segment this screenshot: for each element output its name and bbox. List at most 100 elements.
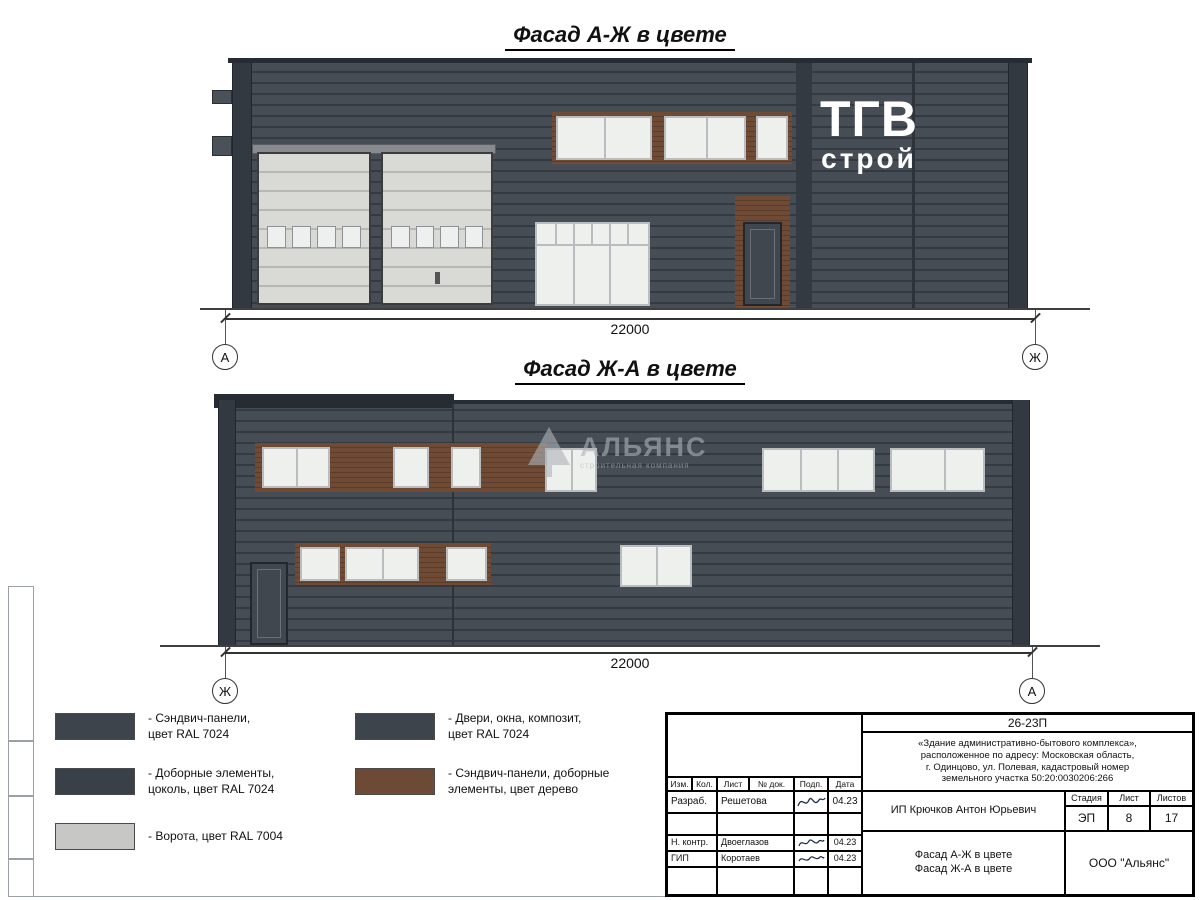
- alliance-logo-icon: [528, 427, 570, 465]
- ground-line: [200, 308, 1090, 310]
- col-header-podp: Подп.: [794, 777, 828, 791]
- drawing-title: Фасад А-Ж в цвете Фасад Ж-А в цвете: [862, 831, 1065, 895]
- project-code: 26-23П: [862, 714, 1193, 732]
- empty-cell: [717, 813, 794, 835]
- facade1-elevation: ТГВ строй: [200, 58, 1100, 370]
- facade1-mid-band: [796, 62, 812, 308]
- gate-handle: [435, 272, 440, 284]
- empty-cell: [717, 867, 794, 895]
- sectional-gate-1: [257, 152, 371, 305]
- signature: [797, 797, 826, 807]
- window: [756, 116, 788, 160]
- legend-swatch-doors-windows: [355, 713, 435, 740]
- axis-marker-zh: Ж: [1022, 344, 1048, 370]
- signature-razrab-cell: [794, 791, 828, 813]
- logo-line1: ТГВ: [820, 91, 918, 147]
- alliance-watermark: АЛЬЯНС строительная компания: [528, 422, 748, 482]
- facade2-left-pilaster: [218, 400, 236, 645]
- legend-label-sandwich-panels: - Сэндвич-панели, цвет RAL 7024: [148, 710, 251, 741]
- door-panel: [257, 569, 281, 638]
- facade2-upper-window-band: [255, 443, 547, 492]
- signature: [798, 839, 825, 847]
- window: [664, 116, 746, 160]
- entrance-door: [743, 222, 782, 306]
- watermark-name: АЛЬЯНС: [580, 432, 708, 462]
- window: [300, 547, 340, 581]
- sheet-label: Лист: [1108, 791, 1150, 806]
- empty-cell: [794, 813, 828, 835]
- watermark-subtitle: строительная компания: [580, 461, 690, 470]
- dimension-line: [225, 652, 1032, 654]
- change-table-area: [667, 714, 862, 777]
- facade1-right-pilaster: [1008, 62, 1028, 308]
- name-nkontr: Двоеглазов: [717, 835, 794, 851]
- facade1-seam: [912, 62, 915, 308]
- facade2-parapet: [214, 394, 454, 408]
- sheet-number: 8: [1108, 806, 1150, 831]
- window: [451, 447, 481, 488]
- col-header-data: Дата: [828, 777, 862, 791]
- company-name: ООО "Альянс": [1065, 831, 1193, 895]
- window: [556, 116, 652, 160]
- facade2-lower-window-band: [295, 543, 491, 585]
- facade2-right-pilaster: [1012, 400, 1030, 645]
- facade1-left-pilaster: [232, 62, 252, 308]
- facade2-title-text: Фасад Ж-А в цвете: [515, 356, 745, 385]
- empty-cell: [667, 813, 717, 835]
- project-description: «Здание административно-бытового комплек…: [862, 732, 1193, 791]
- extension-line: [1032, 647, 1033, 678]
- facade2-roof-cap: [454, 400, 1030, 404]
- gate-window-pane: [342, 226, 361, 248]
- role-razrab: Разраб.: [667, 791, 717, 813]
- logo-line2: строй: [821, 143, 917, 174]
- margin-box: [8, 741, 34, 796]
- company-logo: ТГВ строй: [784, 94, 954, 175]
- gate-window-pane: [267, 226, 286, 248]
- sectional-gate-2: [381, 152, 493, 305]
- door-panel: [750, 229, 775, 299]
- col-header-doc: № док.: [749, 777, 794, 791]
- axis-marker-a: А: [212, 344, 238, 370]
- margin-box: [8, 796, 34, 859]
- stage-label: Стадия: [1065, 791, 1108, 806]
- col-header-kol: Кол.: [692, 777, 717, 791]
- legend-label-wood-panels: - Сэндвич-панели, доборные элементы, цве…: [448, 765, 610, 796]
- ground-line: [160, 645, 1100, 647]
- facade1-dimension-value: 22000: [610, 321, 650, 337]
- facade1-title: Фасад А-Ж в цвете: [40, 22, 1200, 51]
- extension-line: [225, 310, 226, 344]
- legend-swatch-wood-panels: [355, 768, 435, 795]
- gate-window-pane: [464, 226, 483, 248]
- role-nkontr: Н. контр.: [667, 835, 717, 851]
- window: [446, 547, 487, 581]
- extension-line: [225, 647, 226, 678]
- legend-label-gates: - Ворота, цвет RAL 7004: [148, 828, 283, 843]
- axis-marker-zh: Ж: [212, 678, 238, 704]
- col-header-list: Лист: [717, 777, 749, 791]
- window: [762, 448, 875, 492]
- window: [345, 547, 419, 581]
- facade1-title-text: Фасад А-Ж в цвете: [505, 22, 735, 51]
- date-nkontr: 04.23: [828, 835, 862, 851]
- role-gip: ГИП: [667, 851, 717, 867]
- empty-cell: [828, 813, 862, 835]
- title-block: Изм. Кол. Лист № док. Подп. Дата Разраб.…: [665, 712, 1195, 897]
- gate-window-pane: [415, 226, 434, 248]
- window: [393, 447, 429, 488]
- name-razrab: Решетова: [717, 791, 794, 813]
- sheets-total: 17: [1150, 806, 1193, 831]
- name-gip: Коротаев: [717, 851, 794, 867]
- dimension-line: [225, 318, 1035, 320]
- date-gip: 04.23: [828, 851, 862, 867]
- empty-cell: [667, 867, 717, 895]
- facade1-vent-box: [212, 136, 232, 156]
- signature: [798, 855, 825, 862]
- gate-window-pane: [391, 226, 410, 248]
- sheet-bottom-frame-line: [34, 896, 665, 897]
- gate-lintel: [252, 144, 496, 154]
- stage-value: ЭП: [1065, 806, 1108, 831]
- facade2-elevation: АЛЬЯНС строительная компания: [160, 390, 1100, 710]
- facade2-title: Фасад Ж-А в цвете: [40, 356, 1200, 385]
- axis-marker-a: А: [1019, 678, 1045, 704]
- extension-line: [1035, 310, 1036, 344]
